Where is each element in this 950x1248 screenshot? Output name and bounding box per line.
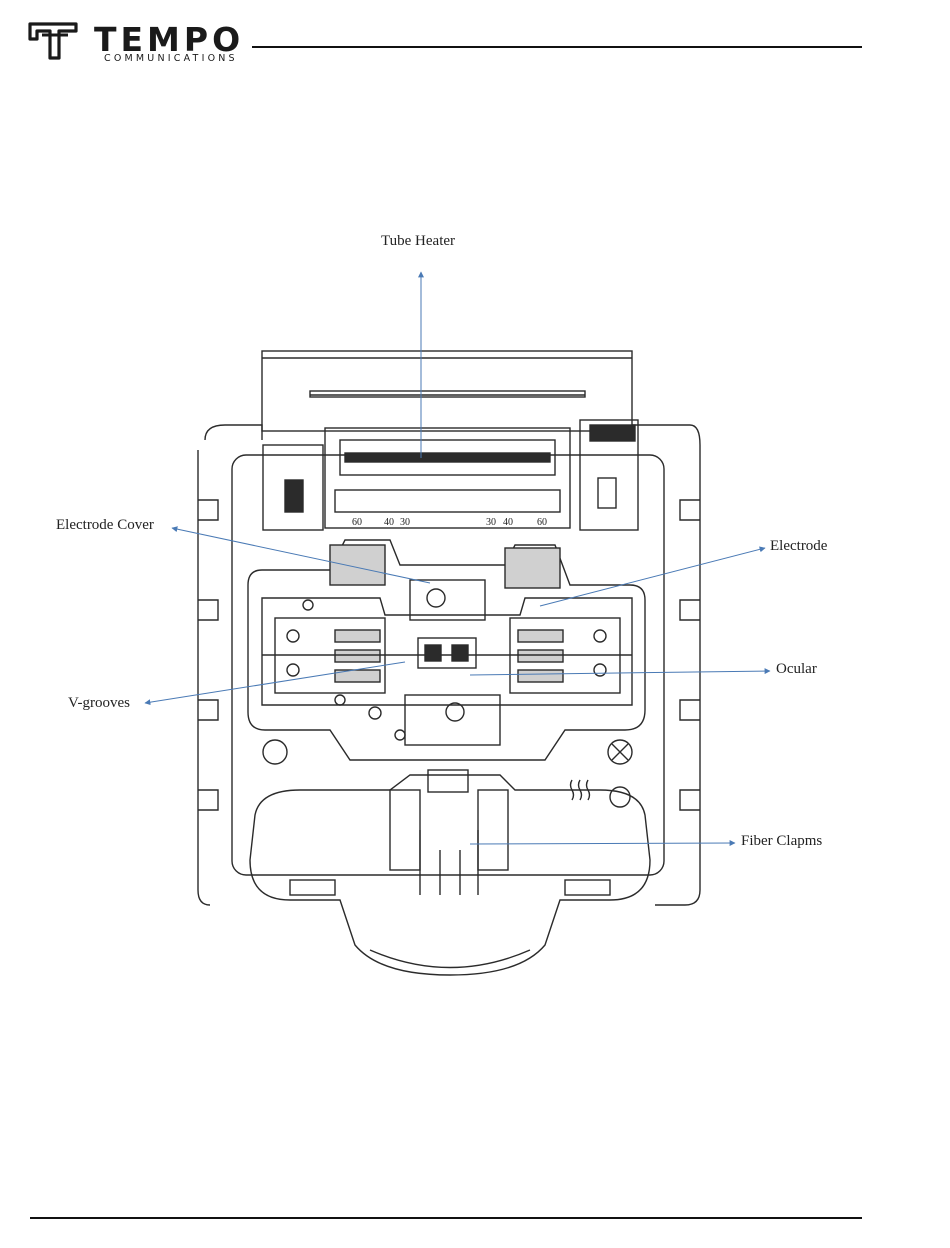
leader-fiber-clamps [470,843,735,844]
leader-electrode-cover [172,528,430,583]
callout-v-grooves: V-grooves [68,695,130,712]
scale-label-right: 40 [503,517,513,528]
scale-label-left: 30 [400,517,410,528]
fiber-clamp-center [428,770,468,792]
electrode-left [330,545,385,585]
scale-label-left: 60 [352,517,362,528]
callout-fiber-clamps: Fiber Clapms [741,833,822,850]
callout-ocular: Ocular [776,661,817,678]
callout-electrode: Electrode [770,538,827,555]
splicer-drawing [198,351,700,975]
outer-body [198,425,700,905]
heat-button [610,787,630,807]
heater-scale: 60 40 30 30 40 60 [352,517,547,528]
footer-rule [30,1217,862,1219]
leader-electrode [540,548,765,606]
callout-electrode-cover: Electrode Cover [56,517,154,534]
scale-label-left: 40 [384,517,394,528]
tube-heater [325,428,570,528]
electrode-right [505,548,560,588]
electrode-cover [410,580,485,620]
splice-frame [248,540,645,760]
scale-label-right: 60 [537,517,547,528]
callout-tube-heater: Tube Heater [381,233,455,250]
scale-label-right: 30 [486,517,496,528]
power-button-left [263,740,287,764]
